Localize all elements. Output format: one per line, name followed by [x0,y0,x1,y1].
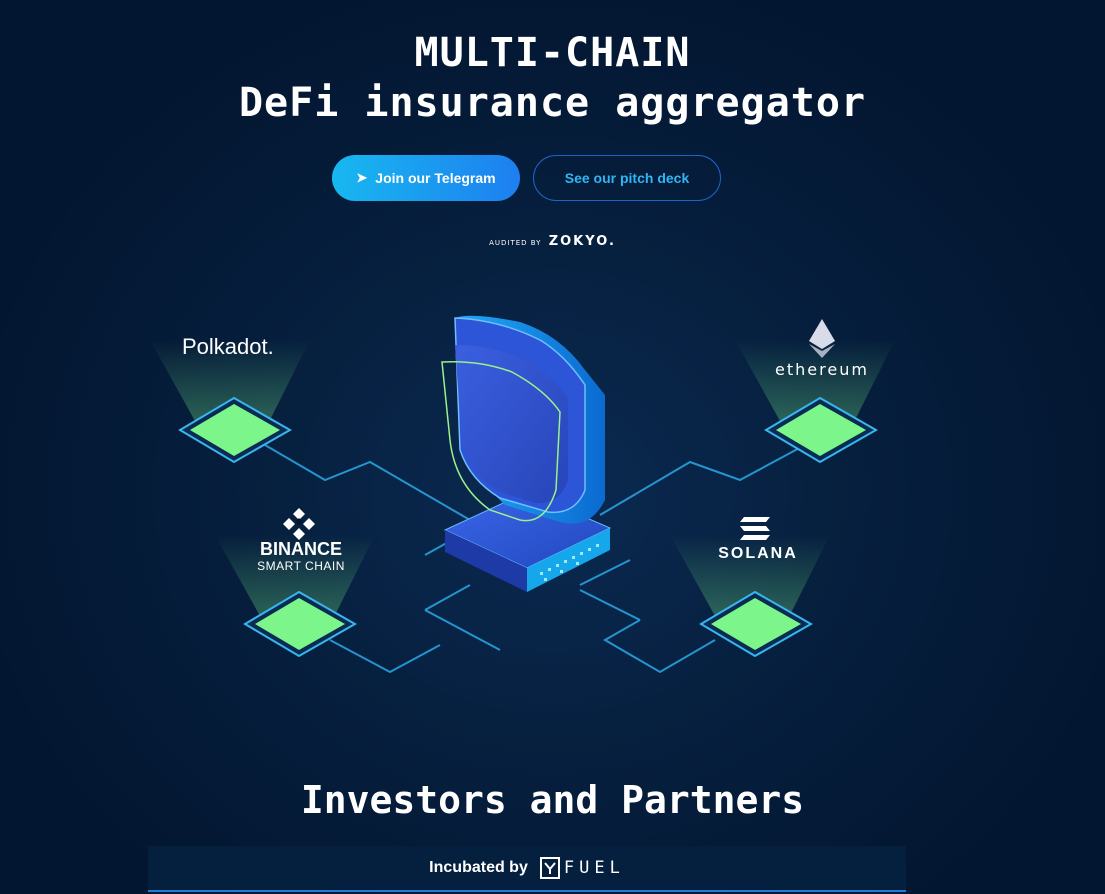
binance-logo-text: BINANCE SMART CHAIN [246,539,356,575]
pitch-deck-button[interactable]: See our pitch deck [533,155,721,201]
fuel-mark-icon [539,857,560,879]
incubated-by-text: Incubated by [429,859,528,876]
fuel-logo[interactable]: FUEL [539,857,625,879]
solana-node [699,590,814,658]
hero-title-line2: DeFi insurance aggregator [238,80,867,126]
solana-logo-text: SOLANA [718,545,798,562]
ethereum-node [764,396,879,464]
ethereum-icon [809,319,835,358]
polkadot-beam [150,340,310,430]
zokyo-logo: ZOKYO. [548,234,616,249]
join-telegram-button[interactable]: ➤ Join our Telegram [332,155,520,201]
polkadot-node [178,396,293,464]
audited-by-text: AUDITED BY [489,239,542,247]
investors-section-title: Investors and Partners [300,778,805,822]
binance-node [243,590,358,658]
incubated-by-bar: Incubated by FUEL [148,846,906,892]
multichain-diagram [150,315,895,674]
audited-by-badge: AUDITED BY ZOKYO. [0,234,1105,249]
solana-beam [670,535,830,625]
connection-lines [264,444,806,674]
ethereum-logo-text: ethereum [775,360,869,379]
telegram-icon: ➤ [356,170,368,185]
hero-title-line1: MULTI-CHAIN [414,30,691,76]
fuel-wordmark: FUEL [563,858,625,878]
polkadot-logo-text: Polkadot. [182,334,274,359]
join-telegram-label: Join our Telegram [375,170,496,186]
solana-icon [740,517,770,540]
binance-subtitle: SMART CHAIN [257,559,345,573]
binance-beam [215,535,375,625]
pitch-deck-label: See our pitch deck [564,170,690,186]
binance-icon [283,508,315,540]
ethereum-beam [735,340,895,430]
shield-icon [441,315,605,524]
binance-title: BINANCE [259,539,342,559]
